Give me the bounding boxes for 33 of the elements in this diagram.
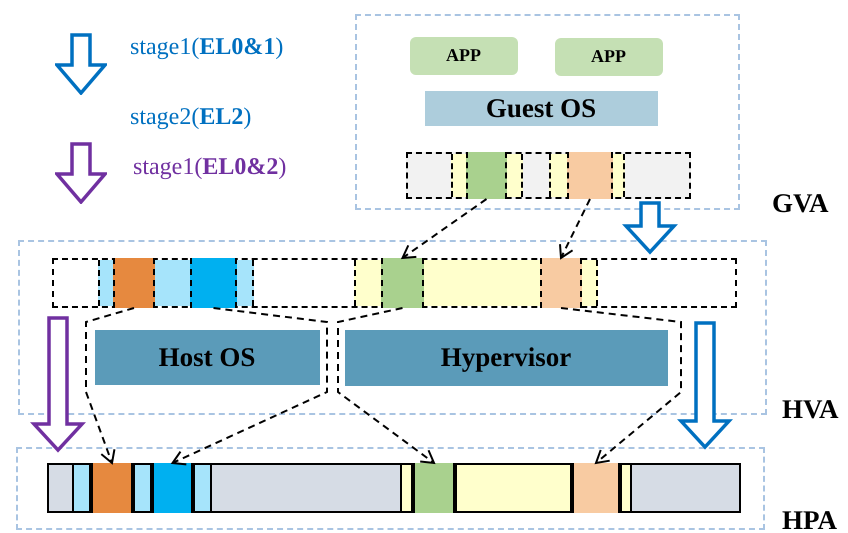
legend-text: stage2(EL2) [130, 104, 252, 131]
dashed-arrow [85, 307, 134, 464]
os-layer-box: Host OS [94, 330, 320, 384]
memory-page-block [380, 258, 424, 308]
memory-page-block [90, 462, 132, 512]
memory-page-block [190, 258, 236, 308]
hollow-arrow [30, 316, 86, 453]
memory-page-block [566, 152, 612, 198]
dashed-arrow [337, 307, 435, 464]
app-box: APP [554, 38, 662, 76]
dashed-arrow [560, 307, 682, 464]
memory-bar [406, 152, 690, 198]
memory-page-block [152, 462, 192, 512]
memory-page-block [412, 462, 454, 512]
memory-page-block [112, 258, 154, 308]
dashed-arrow [559, 198, 591, 259]
hollow-arrow [677, 321, 733, 450]
memory-bar [46, 462, 740, 512]
app-box: APP [410, 36, 518, 74]
hollow-arrow [622, 201, 678, 255]
address-space-label: GVA [772, 188, 829, 219]
legend-text: stage1(EL0&1) [130, 34, 284, 61]
memory-page-block [540, 258, 582, 308]
dashed-arrow [172, 307, 328, 466]
memory-page-block [466, 152, 506, 198]
os-layer-box: Hypervisor [344, 330, 668, 386]
dashed-arrow [402, 198, 488, 259]
address-space-label: HVA [782, 394, 839, 425]
legend-text: stage1(EL0&2) [133, 154, 286, 181]
memory-bar [52, 258, 736, 308]
os-layer-box: Guest OS [424, 90, 658, 126]
memory-page-block [572, 462, 620, 512]
address-space-label: HPA [782, 505, 837, 533]
